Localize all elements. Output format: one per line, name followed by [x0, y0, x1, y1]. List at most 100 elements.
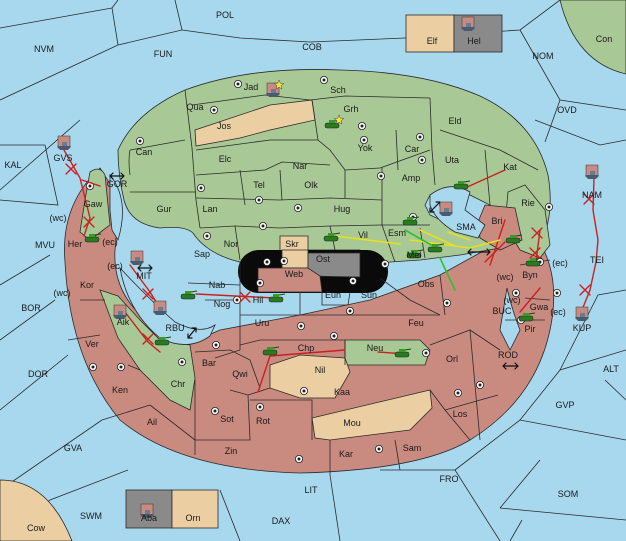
coast-label: (ec) [552, 258, 568, 268]
army-unit-icon[interactable] [268, 293, 286, 303]
army-unit-icon[interactable] [453, 180, 471, 190]
supply-center-icon [86, 181, 95, 190]
sea-label-nvm: NVM [34, 44, 54, 54]
province-jos[interactable] [194, 99, 316, 147]
army-unit-icon[interactable] [505, 234, 523, 244]
army-unit-icon[interactable] [525, 257, 543, 267]
fleet-unit-icon[interactable] [140, 503, 154, 518]
land-label-olk: Olk [304, 180, 318, 190]
supply-center-icon [359, 135, 368, 144]
army-unit-icon[interactable] [402, 216, 420, 226]
sea-label-dor: DOR [28, 369, 49, 379]
fleet-unit-icon[interactable] [266, 82, 280, 97]
box-elf[interactable] [405, 14, 455, 53]
supply-center-icon [442, 298, 451, 307]
supply-center-icon [279, 256, 288, 265]
army-unit-icon[interactable] [323, 232, 341, 242]
land-label-mou: Mou [343, 418, 361, 428]
supply-center-icon [135, 136, 144, 145]
supply-center-icon [380, 259, 389, 268]
land-label-gur: Gur [156, 204, 171, 214]
fleet-unit-icon[interactable] [130, 250, 144, 265]
land-label-ver: Ver [85, 339, 99, 349]
supply-center-icon [211, 340, 220, 349]
sea-label-alt: ALT [603, 364, 619, 374]
supply-center-icon [117, 362, 126, 371]
army-unit-icon[interactable] [427, 243, 445, 253]
land-label-neu: Neu [367, 343, 384, 353]
supply-center-icon [415, 132, 424, 141]
supply-center-icon [232, 295, 241, 304]
star-icon [333, 114, 345, 125]
province-borders [67, 89, 551, 475]
land-label-orn: Orn [185, 513, 200, 523]
fleet-unit-icon[interactable] [113, 304, 127, 319]
land-label-los: Los [453, 409, 468, 419]
army-unit-icon[interactable] [262, 346, 280, 356]
sea-sma[interactable] [429, 186, 486, 239]
army-unit-icon[interactable] [324, 119, 342, 129]
supply-center-icon [196, 183, 205, 192]
land-label-orl: Orl [446, 354, 458, 364]
box-hel[interactable] [453, 14, 503, 53]
fleet-unit-icon[interactable] [575, 306, 589, 321]
supply-center-icon [545, 202, 554, 211]
army-unit-icon[interactable] [84, 233, 102, 243]
province-nil[interactable] [269, 354, 351, 399]
land-label-eld: Eld [448, 116, 461, 126]
fleet-unit-icon[interactable] [153, 300, 167, 315]
box-orn[interactable] [171, 489, 219, 529]
land-label-uta: Uta [445, 155, 459, 165]
sea-rod[interactable] [499, 287, 521, 351]
sea-label-rbu: RBU [165, 323, 184, 333]
land-label-elc: Elc [219, 154, 232, 164]
supply-center-icon [89, 362, 98, 371]
army-unit-icon[interactable] [154, 336, 172, 346]
land-label-pir: Pir [525, 324, 536, 334]
army-unit-icon[interactable] [394, 348, 412, 358]
land-label-yok: Yok [358, 143, 373, 153]
army-unit-icon[interactable] [180, 290, 198, 300]
order-lines [63, 149, 599, 393]
supply-center-icon [345, 306, 354, 315]
supply-center-icon [293, 203, 302, 212]
supply-center-icon [255, 402, 264, 411]
sea-label-som: SOM [558, 489, 579, 499]
supply-center-icon [210, 406, 219, 415]
sea-label-lit: LIT [304, 485, 318, 495]
province-aik-chr[interactable] [99, 289, 196, 411]
fleet-unit-icon[interactable] [585, 164, 599, 179]
supply-center-icon [376, 171, 385, 180]
supply-center-icon [421, 348, 430, 357]
land-label-kor: Kor [80, 280, 94, 290]
units-layer [57, 16, 599, 518]
land-label-sot: Sot [220, 414, 234, 424]
land-label-amp: Amp [402, 173, 421, 183]
land-label-uru: Uru [255, 318, 270, 328]
land-label-hil: Hil [253, 295, 264, 305]
army-unit-icon[interactable] [406, 249, 424, 259]
land-label-can: Can [136, 147, 153, 157]
land-label-ken: Ken [112, 385, 128, 395]
land-label-mel: Mel [407, 250, 422, 260]
fleet-unit-icon[interactable] [57, 135, 71, 150]
convoy-arrows [109, 172, 519, 370]
land-label-hel: Hel [467, 36, 481, 46]
land-label-aik: Aik [117, 317, 130, 327]
sea-label-rod: ROD [498, 350, 519, 360]
supply-centers [86, 76, 562, 463]
land-label-sam: Sam [403, 443, 422, 453]
land-label-jad: Jad [244, 82, 259, 92]
sea-label-bor: BOR [21, 303, 41, 313]
supply-center-icon [329, 331, 338, 340]
fleet-unit-icon[interactable] [439, 201, 453, 216]
land-label-bri: Bri [492, 216, 503, 226]
land-label-qwi: Qwi [232, 369, 248, 379]
land-label-feu: Feu [408, 318, 424, 328]
army-unit-icon[interactable] [518, 312, 536, 322]
sea-label-ovd: OVD [557, 105, 577, 115]
fleet-unit-icon[interactable] [461, 16, 475, 31]
sea-gor[interactable] [109, 173, 123, 241]
supply-center-icon [553, 288, 562, 297]
land-label-gwa: Gwa [530, 302, 549, 312]
